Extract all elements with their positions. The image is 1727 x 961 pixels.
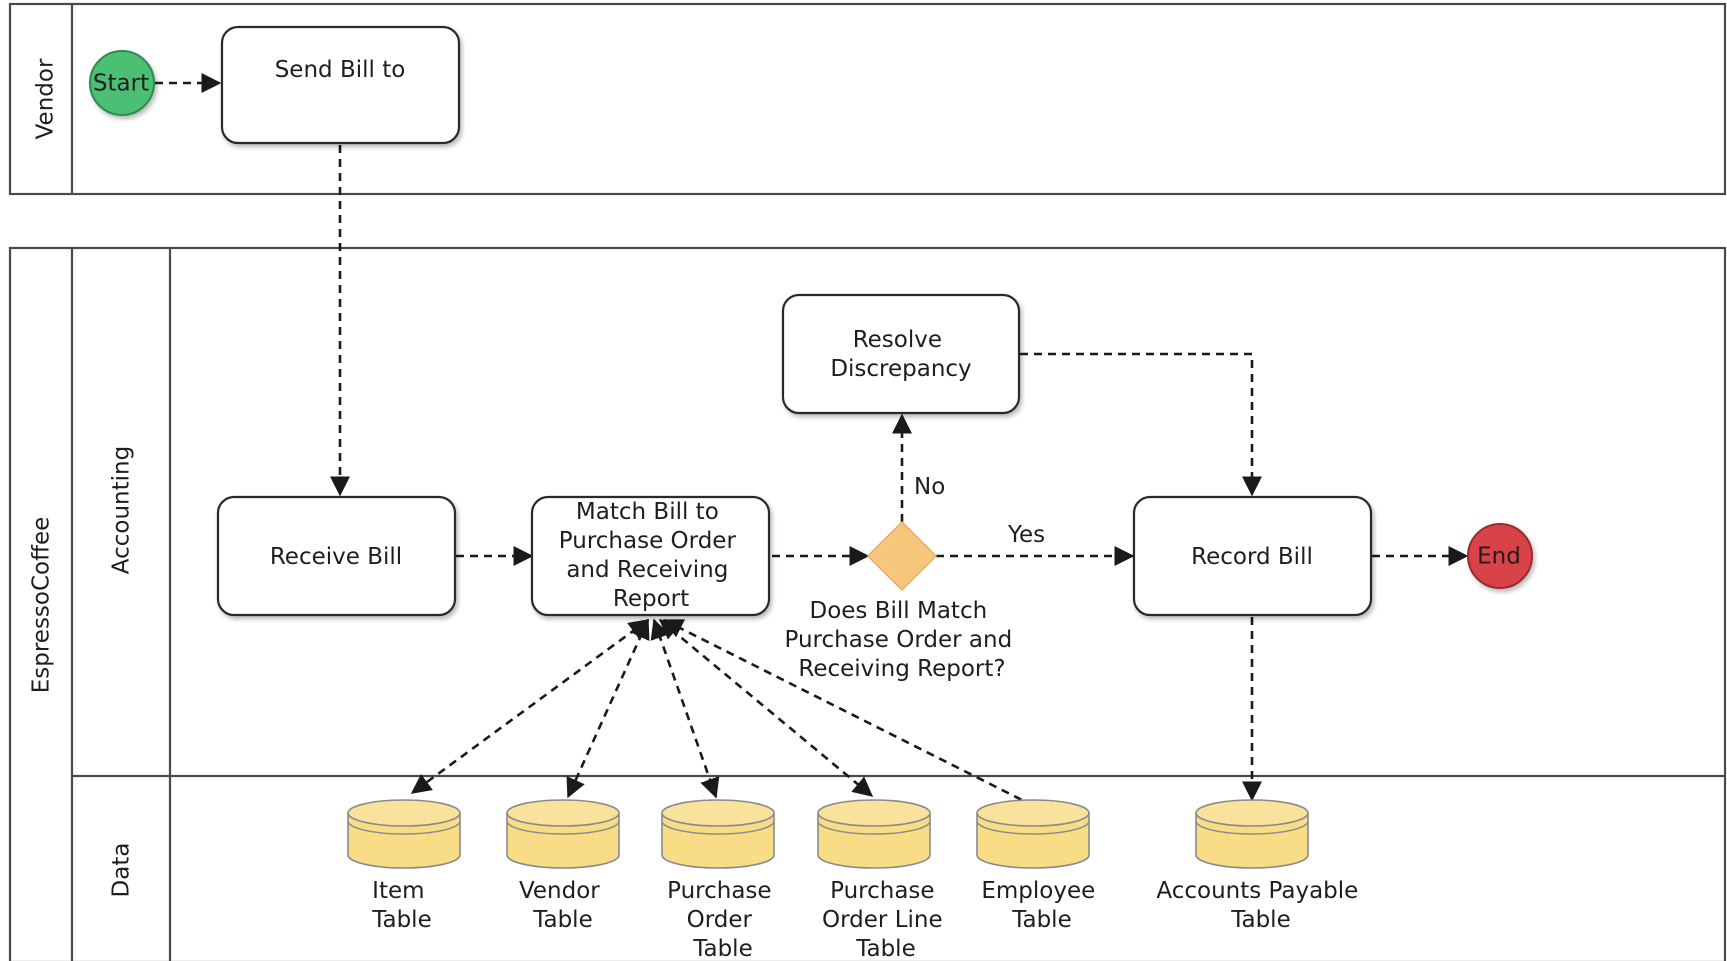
datastore-vendor-table[interactable]: Vendor Table [506,799,620,933]
gateway-question-line-3: Receiving Report? [798,656,1005,682]
datastore-po-line-table[interactable]: Purchase Order Line Table [817,799,950,961]
svg-text:Accounts Payable Table: Accounts Payable Table [1156,878,1365,933]
end-label: End [1477,544,1521,570]
po-line-table-line-1: Purchase [830,878,934,904]
datastore-employee-table[interactable]: Employee Table [976,799,1103,933]
link-match-vendor-table [566,618,650,799]
ap-table-line-2: Table [1230,907,1290,933]
datastore-accounts-payable-table[interactable]: Accounts Payable Table [1156,799,1365,933]
svg-text:Employee Table: Employee Table [981,878,1102,933]
gateway-no-label: No [914,474,945,500]
pool-vendor: Vendor [8,2,1727,196]
employee-table-line-1: Employee [981,878,1095,904]
svg-text:Send Bill to: Send Bill to [275,57,406,83]
task-receive-bill-line: Receive Bill [270,544,402,570]
task-record-bill-line: Record Bill [1191,544,1313,570]
task-record-bill[interactable]: Record Bill [1132,495,1373,617]
vendor-table-line-1: Vendor [519,878,600,904]
lane-vendor-label: Vendor [33,58,59,139]
gateway-question-line-2: Purchase Order and [784,627,1012,653]
gateway-question-line-1: Does Bill Match [810,598,988,624]
svg-text:Match Bill to Purchase O: Match Bill to Purchase Order and Receivi… [559,499,743,612]
gateway-yes-label: Yes [1007,522,1045,548]
lane-data-label: Data [109,843,135,898]
task-send-bill-line: Send Bill to [275,57,406,83]
svg-text:Record Bill: Record Bill [1191,544,1313,570]
svg-text:Vendor Table: Vendor Table [519,878,607,933]
end-circle [1467,523,1533,589]
gateway-diamond [866,520,938,592]
end-event[interactable]: End [1467,523,1533,589]
connectors [155,73,1469,802]
ap-table-line-1: Accounts Payable [1156,878,1358,904]
vendor-table-line-2: Table [532,907,592,933]
start-label: Start [93,71,149,97]
task-match-bill-line-3: and Receiving [566,557,728,583]
datastore-item-table[interactable]: Item Table [347,799,461,933]
start-event[interactable]: Start [89,50,155,116]
po-table-line-2: Order [687,907,753,933]
task-receive-bill[interactable]: Receive Bill [216,495,457,617]
link-match-item-table [410,618,650,795]
svg-text:Receive Bill: Receive Bill [270,544,402,570]
link-match-po-line-table [658,618,874,798]
start-circle [89,50,155,116]
po-line-table-line-3: Table [855,936,915,961]
task-resolve-line-1: Resolve [853,327,942,353]
link-match-employee-table [662,618,1023,802]
task-match-bill-line-2: Purchase Order [559,528,737,554]
po-table-line-1: Purchase [667,878,771,904]
task-match-bill-line-4: Report [613,586,689,612]
task-match-bill[interactable]: Match Bill to Purchase Order and Receivi… [530,495,771,617]
task-match-bill-line-1: Match Bill to [576,499,719,525]
task-resolve-line-2: Discrepancy [830,356,971,382]
pool-espressocoffee-label: EspressoCoffee [29,517,55,694]
po-table-line-3: Table [692,936,752,961]
link-match-po-table [650,618,720,799]
pool-espressocoffee: EspressoCoffee Accounting Data [8,246,1727,961]
svg-text:Does Bill Match Purchase: Does Bill Match Purchase Order and Recei… [784,598,1019,682]
svg-text:Item Table: Item Table [371,878,432,933]
item-table-line-1: Item [372,878,424,904]
po-line-table-line-2: Order Line [822,907,943,933]
flow-resolve-to-record [1020,352,1262,497]
item-table-line-2: Table [371,907,431,933]
employee-table-line-2: Table [1011,907,1071,933]
lane-accounting-label: Accounting [109,446,135,574]
datastore-purchase-order-table[interactable]: Purchase Order Table [661,799,779,961]
svg-text:Resolve Discrepancy: Resolve Discrepancy [830,327,971,382]
task-send-bill[interactable]: Send Bill to [220,25,461,145]
gateway-bill-match[interactable]: Does Bill Match Purchase Order and Recei… [784,474,1045,682]
svg-text:Purchase Order Line: Purchase Order Line Table [822,878,950,961]
task-resolve-discrepancy[interactable]: Resolve Discrepancy [781,293,1021,415]
svg-text:Purchase Order Tab: Purchase Order Table [667,878,779,961]
